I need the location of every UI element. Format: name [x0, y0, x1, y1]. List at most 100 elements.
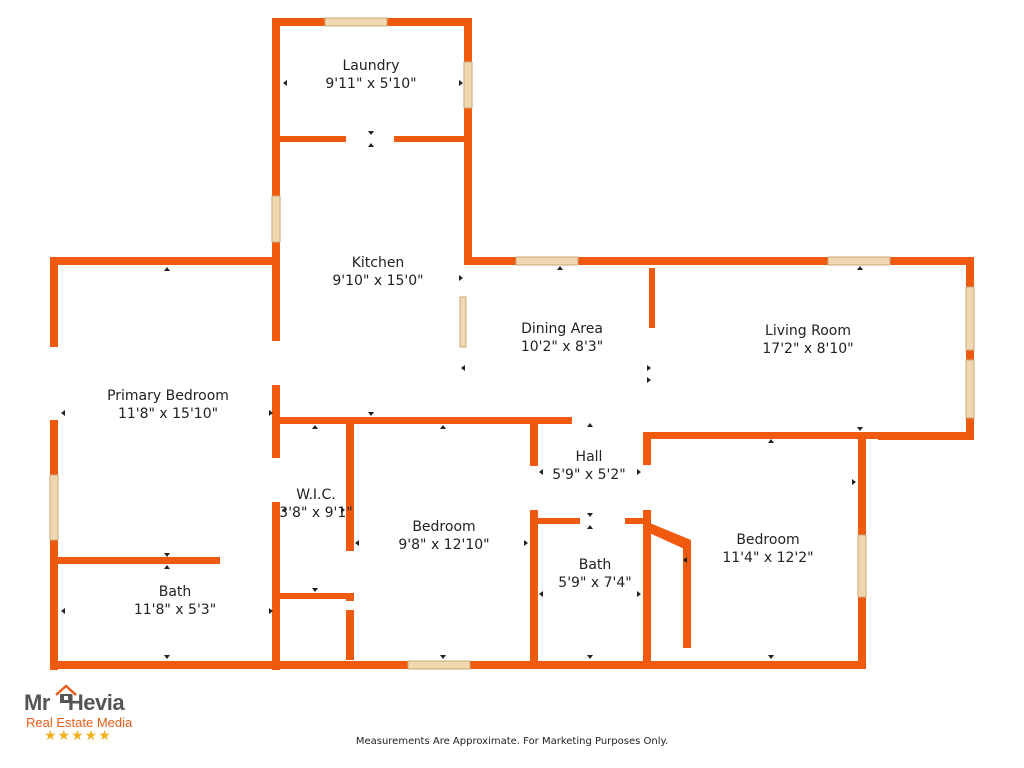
- wall-segment: [530, 510, 538, 669]
- wall-segment: [272, 263, 280, 341]
- room-bath-primary: Bath 11'8" x 5'3": [134, 583, 216, 619]
- wall-segment: [643, 432, 880, 439]
- room-dimensions: 9'8" x 12'10": [398, 537, 490, 553]
- walls: [50, 18, 974, 670]
- house-icon: [55, 684, 77, 703]
- wall-segment: [272, 502, 280, 670]
- wall-segment: [470, 661, 866, 669]
- dimension-arrow: [524, 540, 528, 546]
- window: [965, 359, 975, 419]
- room-dimensions: 3'8" x 9'1": [279, 505, 353, 521]
- dimension-arrow: [647, 365, 651, 371]
- dimension-arrow: [459, 275, 463, 281]
- window: [857, 534, 867, 598]
- dimension-arrow: [852, 479, 856, 485]
- room-name: Primary Bedroom: [107, 388, 229, 404]
- dimension-arrow: [459, 80, 463, 86]
- wall-segment: [464, 257, 974, 265]
- room-name: Kitchen: [351, 255, 405, 271]
- dimension-arrow: [557, 266, 563, 270]
- dimension-arrow: [647, 377, 651, 383]
- window: [271, 195, 281, 243]
- wall-segment: [50, 257, 58, 347]
- dimension-arrow: [312, 588, 318, 592]
- disclaimer-text: Measurements Are Approximate. For Market…: [355, 736, 669, 747]
- room-living-room: Living Room 17'2" x 8'10": [762, 322, 853, 358]
- wall-segment: [280, 593, 350, 599]
- dimension-arrow: [768, 439, 774, 443]
- room-hall: Hall 5'9" x 5'2": [552, 448, 625, 484]
- wall-segment: [649, 268, 655, 328]
- window: [515, 256, 579, 266]
- star-rating-icon: ★★★★★: [44, 728, 112, 744]
- dimension-arrow: [341, 507, 345, 513]
- windows: [49, 17, 975, 670]
- room-dimensions: 11'4" x 12'2": [722, 550, 814, 566]
- room-dimensions: 9'11" x 5'10": [325, 76, 417, 92]
- room-name: Living Room: [765, 323, 851, 339]
- room-name: W.I.C.: [296, 487, 336, 503]
- dimension-arrow: [164, 553, 170, 557]
- wall-segment: [50, 661, 408, 669]
- room-name: Bedroom: [412, 519, 476, 535]
- dimension-arrow: [768, 655, 774, 659]
- wall-segment: [50, 540, 58, 670]
- dimension-arrow: [61, 608, 65, 614]
- logo-subtitle: Real Estate Media: [26, 715, 133, 730]
- window: [827, 256, 891, 266]
- wall-segment: [683, 548, 691, 648]
- dimension-arrow: [587, 655, 593, 659]
- wall-segment: [643, 510, 651, 669]
- dimension-arrow: [857, 266, 863, 270]
- dimension-arrow: [440, 425, 446, 429]
- window: [965, 286, 975, 351]
- wall-segment: [346, 610, 354, 660]
- room-name: Hall: [575, 449, 603, 465]
- wall-segment: [530, 421, 538, 466]
- dimension-arrow: [440, 655, 446, 659]
- wall-segment: [50, 257, 280, 265]
- room-name: Bedroom: [736, 532, 800, 548]
- dimension-arrow: [587, 513, 593, 517]
- dimension-arrow: [269, 410, 273, 416]
- wall-segment: [464, 108, 472, 263]
- room-dining-area: Dining Area 10'2" x 8'3": [521, 320, 603, 356]
- window: [324, 17, 388, 27]
- wall-segment: [625, 518, 650, 524]
- dimension-arrow: [368, 412, 374, 416]
- wall-segment: [394, 136, 472, 142]
- dimension-arrow: [587, 423, 593, 427]
- room-bath-hall: Bath 5'9" x 7'4": [558, 556, 631, 592]
- room-bedroom-2: Bedroom 9'8" x 12'10": [398, 518, 489, 554]
- dimension-arrow: [539, 591, 543, 597]
- room-laundry: Laundry 9'11" x 5'10": [325, 57, 416, 93]
- dimension-arrow: [857, 427, 863, 431]
- window: [49, 474, 59, 541]
- dimension-arrow: [61, 410, 65, 416]
- dimension-arrow: [282, 507, 286, 513]
- logo-brand-right: Hevia: [67, 690, 125, 715]
- dimension-arrow: [587, 525, 593, 529]
- room-wic: W.I.C. 3'8" x 9'1": [279, 486, 352, 522]
- room-dimensions: 11'8" x 15'10": [117, 406, 219, 422]
- room-name: Dining Area: [521, 321, 603, 337]
- dimension-arrow: [164, 565, 170, 569]
- wall-segment: [966, 350, 974, 360]
- dimension-arrow: [283, 80, 287, 86]
- room-dimensions: 10'2" x 8'3": [520, 339, 604, 355]
- dimension-arrow: [637, 591, 641, 597]
- wall-segment: [643, 432, 651, 465]
- room-kitchen: Kitchen 9'10" x 15'0": [332, 254, 423, 290]
- dimension-arrow: [368, 131, 374, 135]
- window: [407, 660, 471, 670]
- wall-segment: [966, 257, 974, 287]
- wall-segment: [272, 417, 569, 424]
- wall-segment: [346, 421, 354, 551]
- dimension-arrow: [355, 540, 359, 546]
- window: [463, 61, 473, 109]
- wall-segment: [50, 557, 220, 564]
- dimension-arrow: [461, 365, 465, 371]
- wall-segment: [878, 432, 974, 440]
